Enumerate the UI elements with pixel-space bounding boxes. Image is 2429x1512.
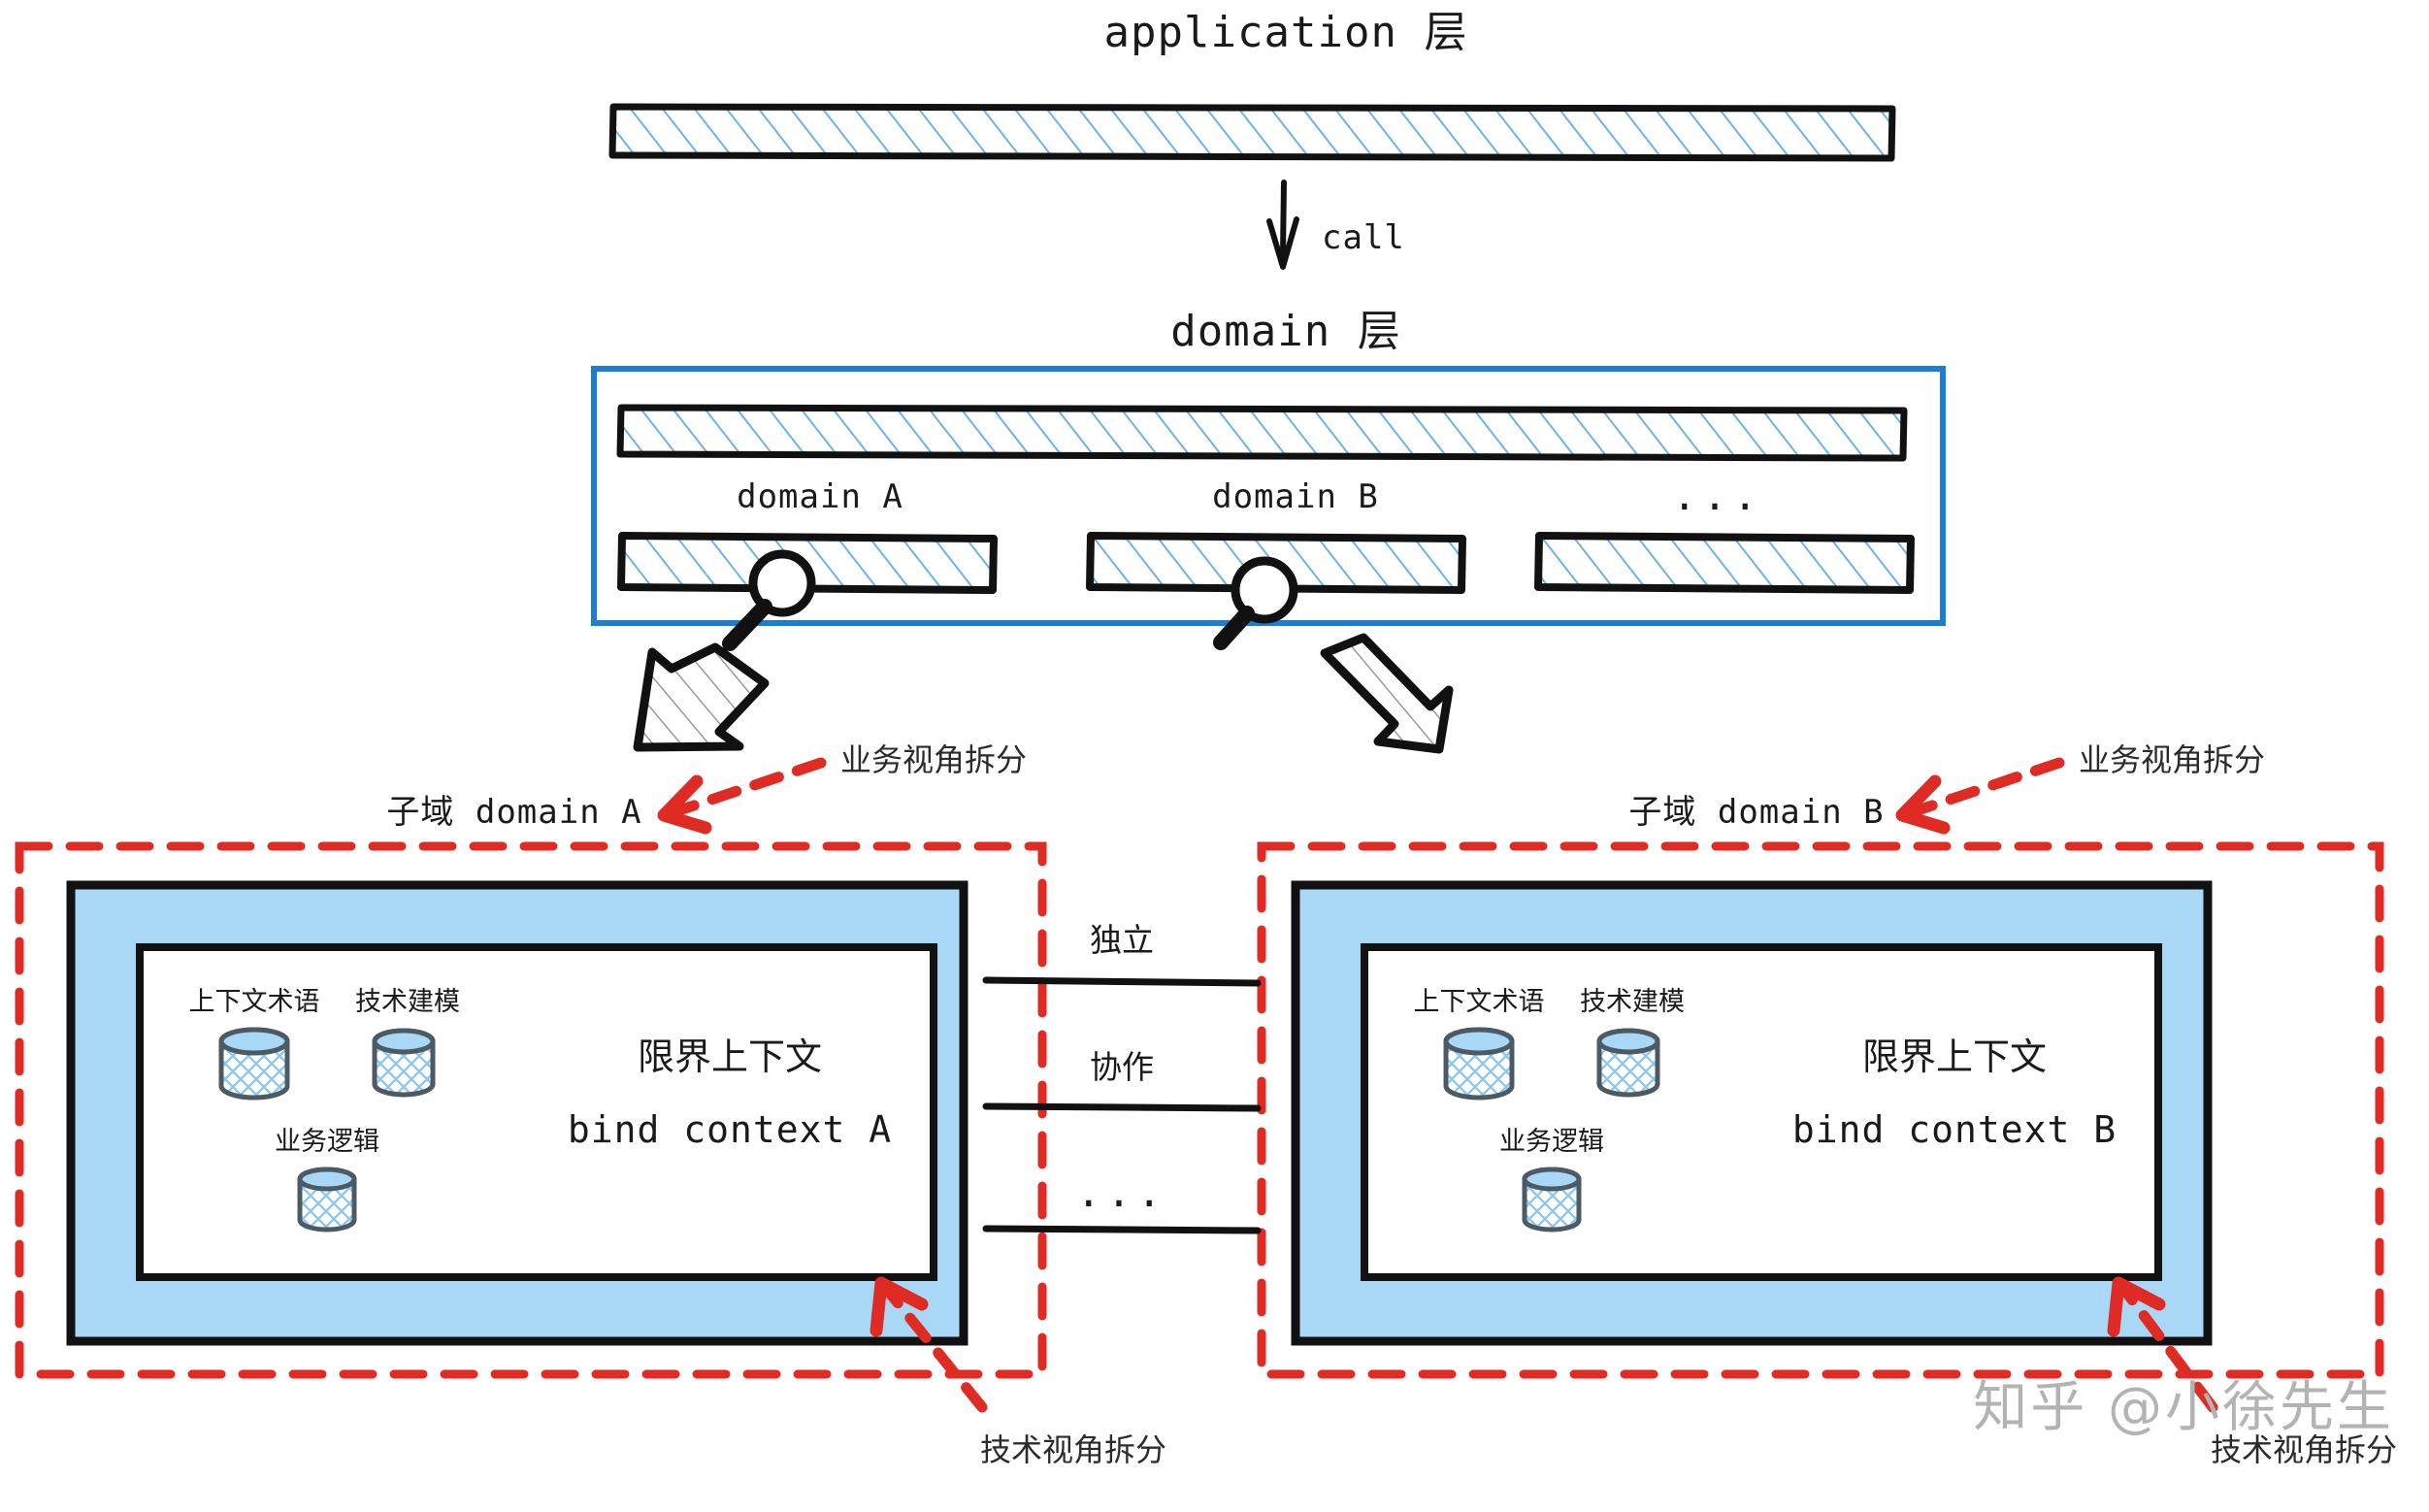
- domain-name-a: domain A: [737, 477, 903, 516]
- call-arrow: [1266, 180, 1299, 270]
- application-layer-title: application 层: [1103, 8, 1468, 57]
- domain-bar-a: [617, 532, 998, 594]
- bounded-context-a-name: bind context A: [567, 1108, 893, 1151]
- subdomain-b-caption: 子域 domain B: [1628, 793, 1885, 832]
- annotation-arrow-tech-a: [870, 1276, 988, 1413]
- annotation-arrow-business-a: [657, 757, 827, 835]
- domain-name-more: ...: [1672, 472, 1763, 519]
- annotation-label-business-a: 业务视角拆分: [840, 741, 1028, 778]
- db-icon-b-modeling: [1596, 1028, 1660, 1098]
- db-icon-b-terms: [1443, 1027, 1515, 1101]
- domain-bar-b: [1086, 532, 1466, 594]
- domain-bar-c: [1534, 532, 1915, 594]
- bounded-context-b-title: 限界上下文: [1861, 1035, 2048, 1078]
- bc-b-item-terms-label: 上下文术语: [1413, 987, 1545, 1017]
- bc-a-item-modeling-label: 技术建模: [355, 987, 460, 1017]
- magnifier-icon-b: [1213, 556, 1298, 650]
- db-icon-a-logic: [297, 1167, 357, 1233]
- application-layer-bar: [608, 103, 1896, 162]
- bounded-context-b-name: bind context B: [1791, 1108, 2117, 1151]
- annotation-arrow-business-b: [1895, 757, 2065, 835]
- annotation-label-tech-a: 技术视角拆分: [980, 1431, 1167, 1468]
- relation-label-collaborate: 协作: [1090, 1048, 1154, 1086]
- db-icon-a-modeling: [372, 1028, 436, 1098]
- db-icon-b-logic: [1522, 1167, 1582, 1233]
- bc-a-item-logic-label: 业务逻辑: [275, 1127, 379, 1157]
- db-icon-a-terms: [218, 1027, 290, 1101]
- split-arrow-left: [633, 642, 770, 752]
- annotation-label-tech-b: 技术视角拆分: [2211, 1431, 2398, 1468]
- bc-b-item-modeling-label: 技术建模: [1580, 987, 1685, 1017]
- bc-b-item-logic-label: 业务逻辑: [1499, 1127, 1604, 1157]
- domain-name-b: domain B: [1212, 477, 1379, 516]
- relation-label-independent: 独立: [1090, 921, 1154, 959]
- watermark: 知乎 @小徐先生: [1973, 1376, 2394, 1439]
- bc-a-item-terms-label: 上下文术语: [188, 987, 320, 1017]
- magnifier-icon-a: [722, 549, 816, 651]
- subdomain-a-caption: 子域 domain A: [386, 793, 642, 832]
- call-arrow-label: call: [1322, 218, 1405, 257]
- domain-layer-title: domain 层: [1170, 307, 1401, 356]
- domain-layer-top-bar: [616, 404, 1908, 462]
- relation-label-more: ...: [1076, 1168, 1167, 1216]
- split-arrow-right: [1320, 633, 1454, 754]
- annotation-label-business-b: 业务视角拆分: [2079, 741, 2266, 778]
- bounded-context-a-title: 限界上下文: [637, 1035, 823, 1078]
